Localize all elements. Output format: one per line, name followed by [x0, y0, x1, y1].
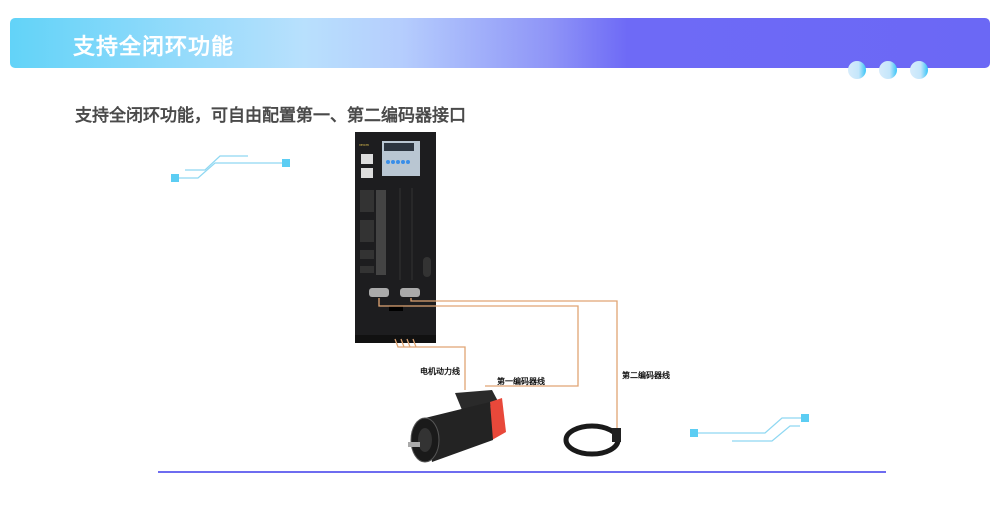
- encoder2-cable: [410, 298, 618, 430]
- servo-motor-image: [408, 390, 506, 463]
- cables: [378, 298, 618, 430]
- servo-drive-image: VEICHI: [355, 132, 436, 343]
- power-cable: [394, 338, 466, 390]
- encoder-ring-image: [563, 423, 621, 457]
- decor-dot: [848, 61, 866, 79]
- header-banner: 支持全闭环功能: [10, 18, 990, 68]
- divider-line: [158, 471, 886, 473]
- decor-dot: [910, 61, 928, 79]
- decor-dot: [879, 61, 897, 79]
- encoder2-cable-label: 第二编码器线: [622, 371, 670, 380]
- circuit-decoration-left: [171, 155, 290, 182]
- encoder1-cable: [378, 298, 579, 387]
- drive-brand: VEICHI: [359, 143, 369, 147]
- section-subtitle: 支持全闭环功能，可自由配置第一、第二编码器接口: [75, 106, 466, 126]
- page-title: 支持全闭环功能: [73, 35, 235, 60]
- circuit-decoration-right: [690, 414, 809, 442]
- power-cable-label: 电机动力线: [420, 367, 460, 376]
- encoder1-cable-label: 第一编码器线: [497, 377, 545, 386]
